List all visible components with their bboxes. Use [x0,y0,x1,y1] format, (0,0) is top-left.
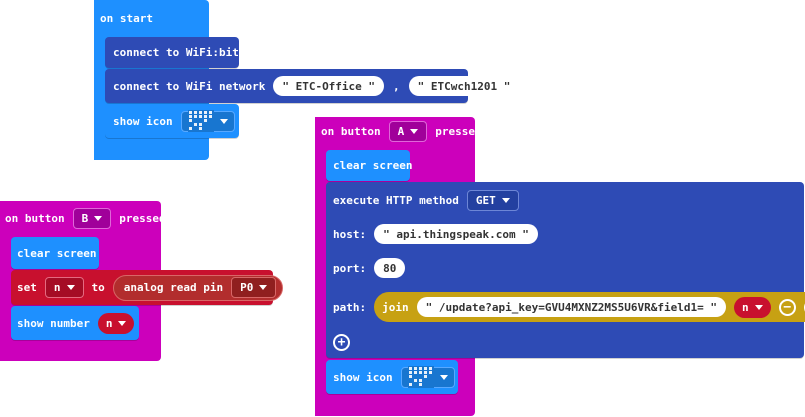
path-label: path: [333,300,367,314]
chevron-down-icon [118,320,127,326]
connect-network-label: connect to WiFi network [113,79,266,93]
join-variable-value: n [742,300,749,314]
show-icon-block-a[interactable]: show icon [326,360,458,394]
pressed-label: pressed [435,124,482,138]
pressed-label: pressed [119,211,166,225]
join-text-input[interactable]: " /update?api_key=GVU4MXNZ2MS5U6VR&field… [416,297,727,317]
show-icon-block-start[interactable]: show icon [105,104,239,138]
connect-wifibit-label: connect to WiFi:bit [113,46,239,59]
http-block[interactable]: execute HTTP method GET host: " api.thin… [326,182,805,358]
connect-wifibit-block[interactable]: connect to WiFi:bit [105,37,239,68]
chevron-down-icon [259,285,268,290]
comma-separator: , [393,79,400,93]
join-block[interactable]: join " /update?api_key=GVU4MXNZ2MS5U6VR&… [374,292,805,322]
analog-read-label: analog read pin [123,281,224,294]
button-a-value: A [397,124,405,138]
host-label: host: [333,227,367,241]
http-method-label: execute HTTP method [333,193,459,207]
led-grid-icon [407,366,434,388]
icon-dropdown[interactable] [180,110,235,132]
minus-circle-icon[interactable]: − [778,298,796,316]
clear-screen-block-b[interactable]: clear screen [11,237,99,269]
show-icon-label: show icon [333,370,393,384]
show-number-label: show number [17,316,90,330]
set-variable-block[interactable]: set n to analog read pin P0 [11,270,284,305]
pin-value: P0 [240,281,254,294]
chevron-down-icon [219,118,228,124]
icon-dropdown[interactable] [400,366,455,388]
connect-network-block[interactable]: connect to WiFi network " ETC-Office " ,… [105,69,520,103]
variable-value: n [53,281,61,294]
chevron-down-icon [410,128,419,134]
show-icon-label: show icon [113,114,173,128]
on-button-label: on button [5,211,65,225]
show-number-block[interactable]: show number n [11,306,139,340]
port-input[interactable]: 80 [374,258,406,278]
button-b-value: B [81,211,89,225]
method-value: GET [475,193,496,207]
clear-screen-block-a[interactable]: clear screen [326,150,413,181]
chevron-down-icon [754,304,763,310]
number-variable-dropdown[interactable]: n [97,312,135,334]
clear-screen-label: clear screen [333,159,413,172]
clear-screen-label: clear screen [17,246,97,260]
port-label: port: [333,261,367,275]
button-b-dropdown[interactable]: B [72,207,112,229]
set-label: set [17,281,37,294]
chevron-down-icon [66,285,75,290]
on-button-label: on button [321,124,381,138]
on-start-label: on start [100,11,153,25]
host-input[interactable]: " api.thingspeak.com " [374,224,538,244]
method-dropdown[interactable]: GET [466,189,519,211]
password-input[interactable]: " ETCwch1201 " [408,76,520,96]
analog-read-block[interactable]: analog read pin P0 [112,274,284,301]
pin-dropdown[interactable]: P0 [231,277,277,298]
join-label: join [382,300,409,314]
number-variable-value: n [105,316,113,330]
variable-dropdown[interactable]: n [44,277,84,298]
button-a-dropdown[interactable]: A [388,120,428,142]
led-grid-icon [187,110,214,132]
add-parameter-plus-icon[interactable]: + [333,333,350,351]
join-variable-dropdown[interactable]: n [734,296,771,318]
ssid-input[interactable]: " ETC-Office " [273,76,385,96]
chevron-down-icon [439,374,448,380]
chevron-down-icon [501,197,510,203]
to-label: to [91,281,105,294]
chevron-down-icon [94,215,103,221]
